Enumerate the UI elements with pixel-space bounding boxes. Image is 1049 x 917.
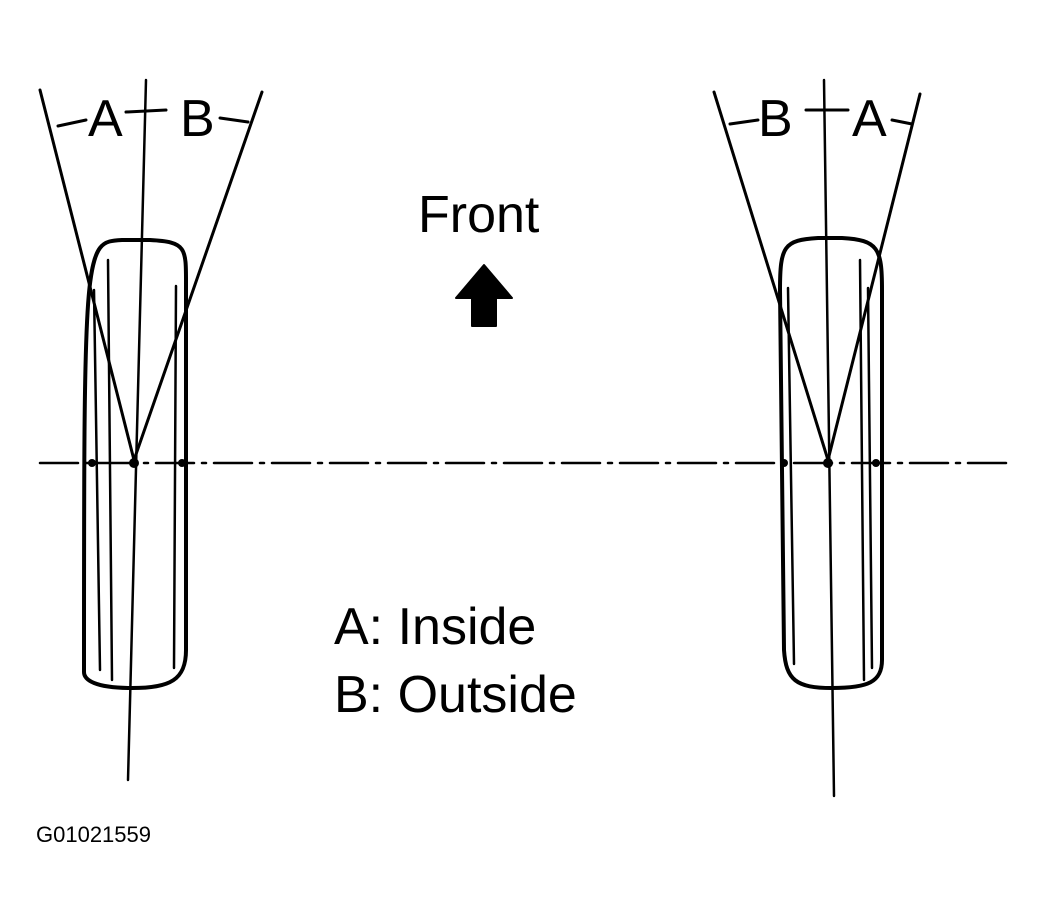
- left-angle-line-a: [38, 88, 136, 462]
- left-tire-line-2: [172, 284, 178, 670]
- left-dim-mark-b: [218, 116, 250, 124]
- right-angle-line-b: [712, 90, 830, 462]
- left-label-b: B: [180, 90, 215, 148]
- left-axle-point-1: [88, 459, 96, 467]
- left-dim-mark-a: [56, 118, 88, 128]
- right-tire-line-2: [866, 286, 874, 670]
- figure-id: G01021559: [36, 822, 151, 847]
- left-label-a: A: [88, 90, 123, 148]
- left-axle-point-2: [129, 458, 139, 468]
- right-axle-point-2: [823, 458, 833, 468]
- direction-label: Front: [418, 186, 540, 244]
- right-dim-mark-a: [890, 118, 914, 126]
- left-axle-point-3: [178, 459, 186, 467]
- legend-line-b: B: Outside: [334, 666, 577, 724]
- left-tire-line-1: [92, 288, 102, 672]
- right-wheel-group: B A: [712, 78, 922, 798]
- right-wheel-center-line: [822, 78, 836, 798]
- right-label-a: A: [852, 90, 887, 148]
- right-dim-mark-b: [728, 118, 760, 126]
- right-angle-line-a: [826, 92, 922, 462]
- right-tire-line-1: [786, 286, 796, 666]
- left-tire-outline: [82, 238, 189, 690]
- legend-line-a: A: Inside: [334, 598, 536, 656]
- arrow-up-icon: [455, 264, 513, 327]
- right-tire-outline: [778, 236, 884, 690]
- left-wheel-center-line: [126, 78, 148, 782]
- right-label-b: B: [758, 90, 793, 148]
- left-dim-mark-mid: [124, 108, 168, 114]
- left-tire-line-3: [106, 258, 114, 682]
- left-wheel-group: A B: [38, 78, 264, 782]
- right-axle-point-3: [872, 459, 880, 467]
- left-angle-line-b: [132, 90, 264, 462]
- right-axle-point-1: [780, 459, 788, 467]
